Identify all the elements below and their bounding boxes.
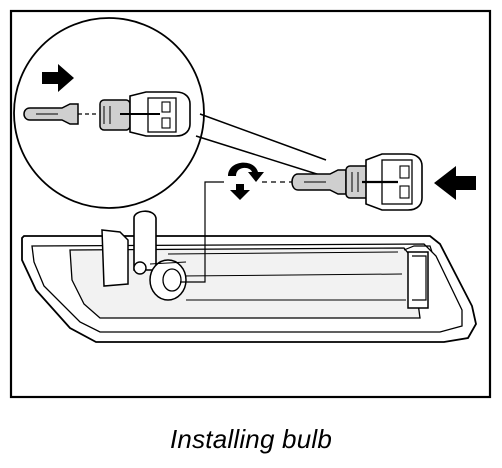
installation-diagram [9, 9, 492, 399]
bulb-detail [23, 103, 98, 125]
bulb [291, 169, 347, 195]
mounting-clip [403, 245, 433, 309]
leader-line [180, 181, 224, 283]
lamp-housing [21, 210, 477, 343]
rotate-arrow-icon [228, 162, 264, 200]
arrow-left-icon [434, 166, 476, 200]
figure-caption: Installing bulb [170, 424, 332, 454]
diagram-frame [9, 9, 492, 399]
socket-boss [101, 210, 187, 301]
arrow-right-icon [42, 64, 74, 92]
bulb-socket [345, 153, 423, 211]
socket-detail [99, 91, 191, 137]
